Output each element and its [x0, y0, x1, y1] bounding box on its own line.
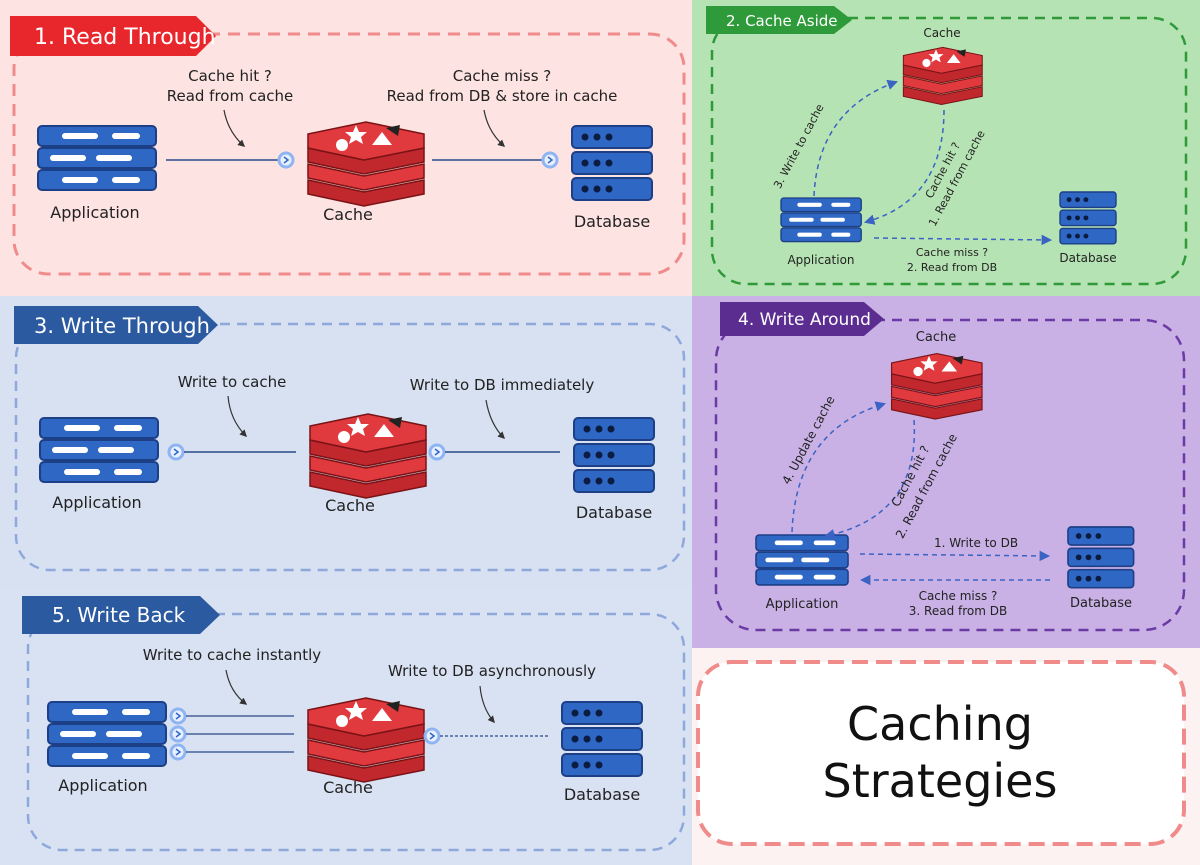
read-through-title-banner	[10, 16, 216, 56]
title-line-1: Caching	[847, 697, 1033, 751]
cache-aside-panel: 2. Cache Aside Cache Application Databas…	[692, 0, 1200, 296]
write-back-title: 5. Write Back	[52, 603, 186, 627]
database-label: Database	[1059, 251, 1116, 265]
application-icon	[780, 197, 862, 243]
database-icon	[573, 417, 655, 493]
write-around-title: 4. Write Around	[738, 310, 871, 330]
cache-aside-title: 2. Cache Aside	[726, 12, 838, 30]
write-around-panel: 4. Write Around Cache Application Databa…	[692, 296, 1200, 648]
cache-hit-label: Cache hit ?	[188, 67, 272, 85]
cache-icon	[890, 352, 983, 420]
cache-aside-title-banner	[706, 6, 852, 34]
database-icon	[1059, 191, 1117, 245]
write-to-db-label: Write to DB asynchronously	[388, 662, 596, 680]
read-through-title: 1. Read Through	[34, 25, 216, 50]
write-to-cache-label: Write to cache	[178, 373, 287, 391]
cache-miss-label: Cache miss ?	[916, 246, 988, 259]
cache-label: Cache	[923, 26, 960, 40]
read-through-panel: 1. Read Through Application Cache Databa…	[0, 0, 692, 296]
database-icon	[571, 125, 653, 201]
write-to-db-label: 1. Write to DB	[934, 536, 1018, 550]
cache-icon	[307, 697, 425, 783]
application-label: Application	[52, 493, 141, 512]
application-icon	[37, 125, 157, 191]
write-through-title: 3. Write Through	[34, 314, 210, 338]
write-to-cache-label: Write to cache instantly	[143, 646, 322, 664]
read-from-db-label: 2. Read from DB	[907, 261, 997, 274]
read-from-db-label: 3. Read from DB	[909, 604, 1007, 618]
database-label: Database	[1070, 596, 1132, 611]
cache-label: Cache	[325, 496, 375, 515]
cache-icon	[307, 121, 425, 207]
cache-label: Cache	[323, 778, 373, 797]
write-back-title-banner	[22, 596, 220, 634]
title-panel: Caching Strategies	[692, 648, 1200, 865]
write-to-db-label: Write to DB immediately	[410, 376, 595, 394]
database-icon	[1067, 526, 1135, 589]
database-label: Database	[564, 785, 640, 804]
write-through-panel: 3. Write Through Application Cache Datab…	[0, 296, 692, 588]
cache-label: Cache	[916, 330, 956, 345]
application-icon	[39, 417, 159, 483]
application-icon	[47, 701, 167, 767]
application-label: Application	[58, 776, 147, 795]
write-around-title-banner	[720, 302, 884, 336]
database-icon	[561, 701, 643, 777]
write-back-panel: 5. Write Back Application Cache Database…	[0, 588, 692, 865]
application-label: Application	[787, 253, 854, 267]
cache-label: Cache	[323, 205, 373, 224]
cache-icon	[902, 46, 983, 105]
database-label: Database	[576, 503, 652, 522]
read-from-cache-label: Read from cache	[167, 87, 294, 105]
application-label: Application	[50, 203, 139, 222]
read-from-db-store-label: Read from DB & store in cache	[387, 87, 618, 105]
application-icon	[755, 534, 849, 586]
application-label: Application	[766, 597, 839, 612]
write-through-title-banner	[14, 306, 218, 344]
cache-miss-label: Cache miss ?	[453, 67, 552, 85]
cache-icon	[309, 413, 427, 499]
title-line-2: Strategies	[823, 754, 1058, 808]
cache-miss-label: Cache miss ?	[919, 589, 998, 603]
database-label: Database	[574, 212, 650, 231]
